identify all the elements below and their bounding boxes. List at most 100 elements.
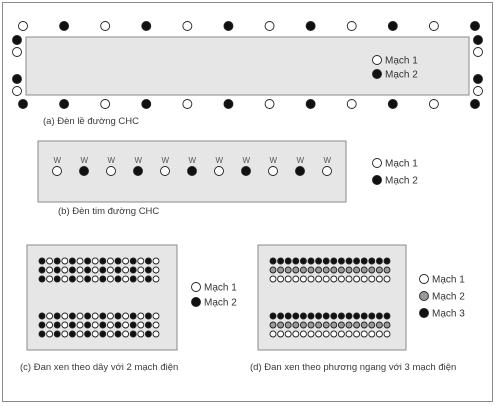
panel-d-light <box>277 266 285 274</box>
panel-c-light <box>61 266 69 274</box>
panel-c-legend-label: Mạch 1 <box>204 283 237 294</box>
panel-c-light <box>84 275 92 283</box>
panel-c-light <box>76 321 84 329</box>
panel-d-light <box>299 330 307 338</box>
panel-b-centerline-light <box>322 166 332 176</box>
panel-a-edge-light-bottom <box>100 99 111 109</box>
panel-c-light <box>61 321 69 329</box>
panel-c-light <box>68 257 76 265</box>
panel-d-light <box>322 275 330 283</box>
panel-c-light <box>76 275 84 283</box>
panel-d-light <box>322 312 330 320</box>
panel-d-light <box>269 257 277 265</box>
panel-c-light <box>99 266 107 274</box>
panel-c-light <box>152 275 160 283</box>
panel-d-light <box>345 321 353 329</box>
panel-d-light <box>360 330 368 338</box>
panel-c-light <box>114 330 122 338</box>
panel-b-centerline-light <box>295 166 305 176</box>
panel-b-lamp-mark: W <box>162 156 170 165</box>
panel-c-light <box>68 312 76 320</box>
panel-d-light <box>299 321 307 329</box>
panel-c-light <box>106 330 114 338</box>
panel-a-edge-light-top <box>223 21 234 31</box>
panel-a-edge-light-bottom <box>59 99 70 109</box>
panel-a-edge-light-bottom <box>470 99 480 109</box>
panel-d-light <box>337 266 345 274</box>
panel-b-lamp-mark: W <box>189 156 197 165</box>
panel-c-light <box>122 330 130 338</box>
panel-c-light <box>144 321 152 329</box>
panel-d-light <box>368 257 376 265</box>
panel-d-light <box>383 257 391 265</box>
panel-d-light <box>383 321 391 329</box>
panel-d-light <box>299 312 307 320</box>
panel-a-legend-label: Mạch 1 <box>385 56 418 67</box>
panel-d-light <box>383 266 391 274</box>
panel-c-light <box>106 257 114 265</box>
panel-c-light <box>129 275 137 283</box>
panel-d-light <box>284 257 292 265</box>
panel-c-light <box>76 266 84 274</box>
panel-d-light <box>383 330 391 338</box>
panel-d-light <box>269 275 277 283</box>
panel-b-centerline-light <box>187 166 197 176</box>
panel-d-light <box>292 257 300 265</box>
panel-b-centerline-light <box>160 166 170 176</box>
panel-d-light <box>330 275 338 283</box>
panel-a-end-light-left <box>12 35 22 45</box>
panel-d-light <box>292 275 300 283</box>
panel-b-centerline-light <box>214 166 224 176</box>
panel-c-light <box>114 266 122 274</box>
panel-d-light <box>284 321 292 329</box>
panel-d-light <box>337 321 345 329</box>
panel-a-caption: (a) Đèn lề đường CHC <box>43 116 140 127</box>
panel-b-lamp-mark: W <box>297 156 305 165</box>
panel-d-light <box>292 321 300 329</box>
panel-b-centerline-light <box>241 166 251 176</box>
panel-d-light <box>315 321 323 329</box>
panel-a-legend-symbol <box>372 55 382 65</box>
panel-d-light <box>368 321 376 329</box>
panel-c-light <box>137 266 145 274</box>
panel-c-light <box>129 330 137 338</box>
panel-c-light <box>53 330 61 338</box>
panel-d-light <box>345 275 353 283</box>
panel-c-light <box>91 266 99 274</box>
panel-a-edge-light-bottom <box>387 99 398 109</box>
panel-c-light <box>137 275 145 283</box>
panel-d-light <box>299 257 307 265</box>
panel-d-light <box>375 275 383 283</box>
panel-b-caption: (b) Đèn tim đường CHC <box>58 206 160 217</box>
panel-b-lamp-mark: W <box>270 156 278 165</box>
panel-c-light <box>144 275 152 283</box>
panel-c-light <box>114 312 122 320</box>
panel-c-light <box>122 257 130 265</box>
panel-c-light <box>53 275 61 283</box>
panel-b-centerline-light <box>268 166 278 176</box>
panel-c-light <box>91 330 99 338</box>
panel-b-lamp-mark: W <box>324 156 332 165</box>
panel-d-light <box>337 330 345 338</box>
panel-a-edge-light-top <box>470 21 480 31</box>
panel-d-legend-symbol <box>419 308 429 318</box>
panel-a-edge-light-top <box>346 21 357 31</box>
panel-c-light <box>106 312 114 320</box>
panel-d-light <box>299 275 307 283</box>
panel-c-light <box>53 321 61 329</box>
panel-d-light <box>307 275 315 283</box>
panel-d-light <box>292 312 300 320</box>
panel-a-edge-light-bottom <box>264 99 275 109</box>
panel-c-light <box>38 257 46 265</box>
panel-c-light <box>122 321 130 329</box>
panel-a-edge-light-top <box>428 21 439 31</box>
panel-d-light <box>269 321 277 329</box>
panel-d-light <box>292 330 300 338</box>
panel-a-edge-light-top <box>59 21 70 31</box>
panel-c-legend-symbol <box>191 297 201 307</box>
panel-b-lamp-mark: W <box>135 156 143 165</box>
panel-c-light <box>99 330 107 338</box>
panel-d-light <box>353 330 361 338</box>
panel-c-light <box>99 312 107 320</box>
panel-c-light <box>144 266 152 274</box>
